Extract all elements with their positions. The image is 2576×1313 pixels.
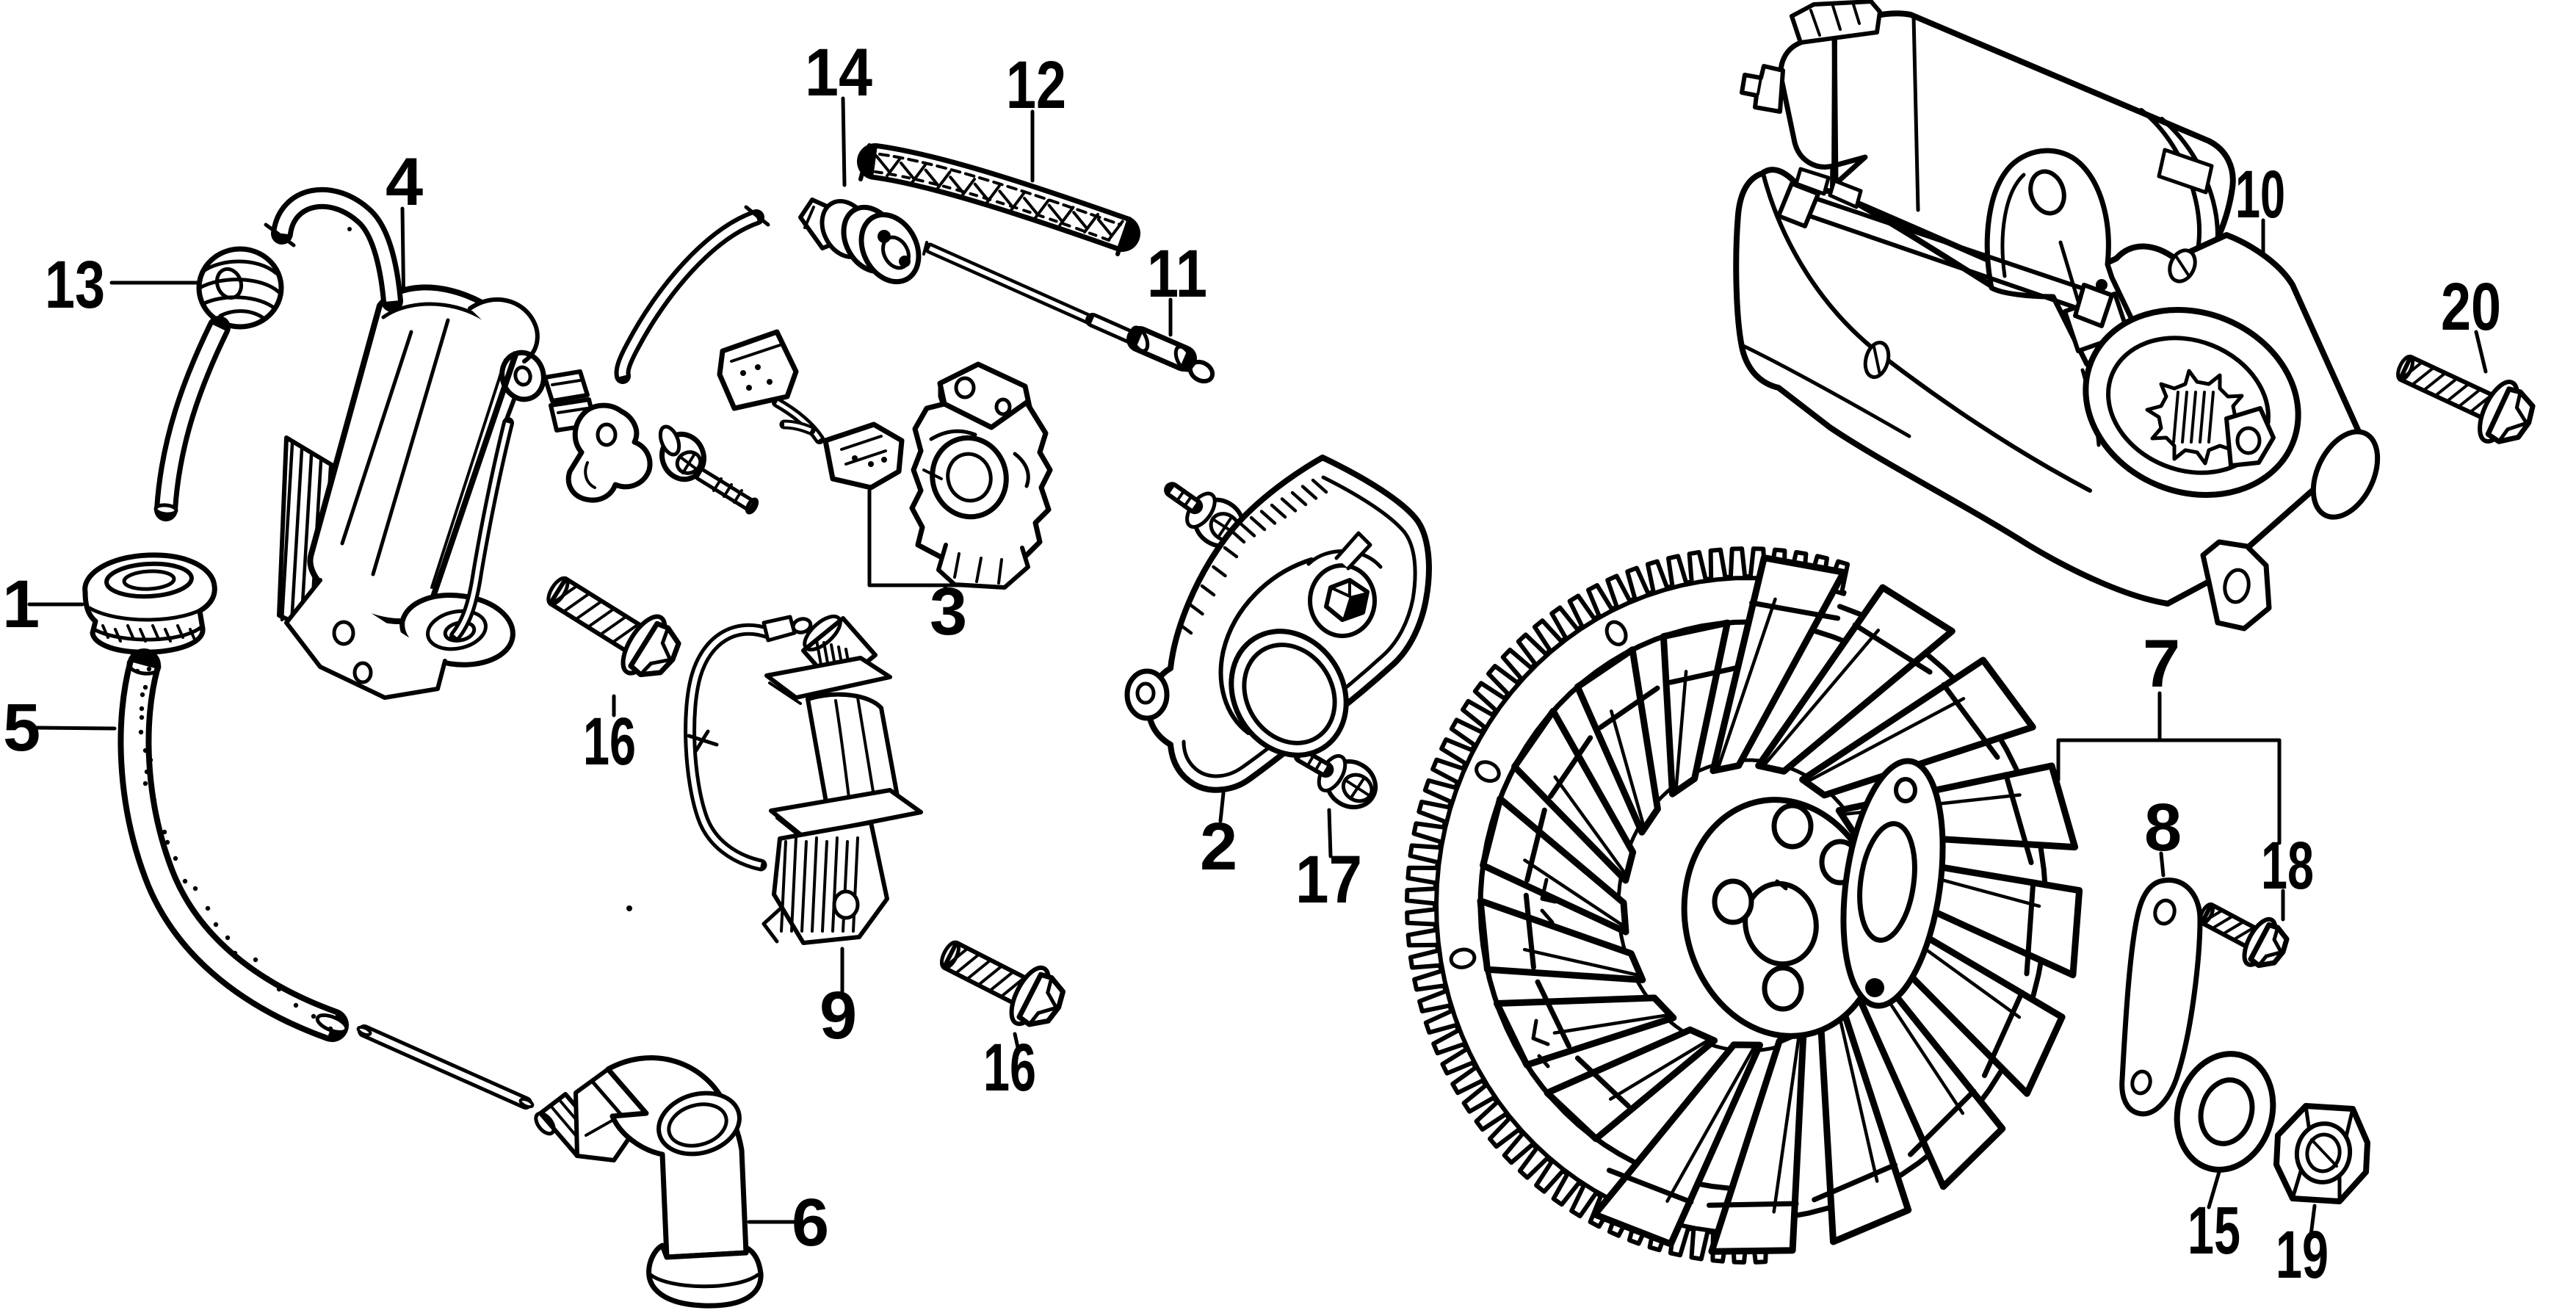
svg-text:9: 9 [820,978,857,1053]
svg-text:7: 7 [2143,626,2180,701]
svg-text:16: 16 [583,704,636,779]
svg-text:8: 8 [2144,790,2182,865]
svg-text:13: 13 [45,247,105,322]
svg-text:15: 15 [2188,1193,2240,1268]
svg-text:4: 4 [386,145,423,220]
svg-text:14: 14 [805,35,872,110]
svg-text:12: 12 [1006,48,1066,123]
svg-text:5: 5 [3,690,40,765]
svg-text:6: 6 [792,1185,829,1260]
svg-text:16: 16 [983,1030,1036,1105]
svg-text:10: 10 [2235,157,2285,232]
svg-text:18: 18 [2261,828,2314,903]
svg-text:20: 20 [2441,270,2501,344]
svg-text:11: 11 [1147,236,1207,311]
svg-text:19: 19 [2276,1218,2329,1292]
svg-text:2: 2 [1200,809,1237,884]
